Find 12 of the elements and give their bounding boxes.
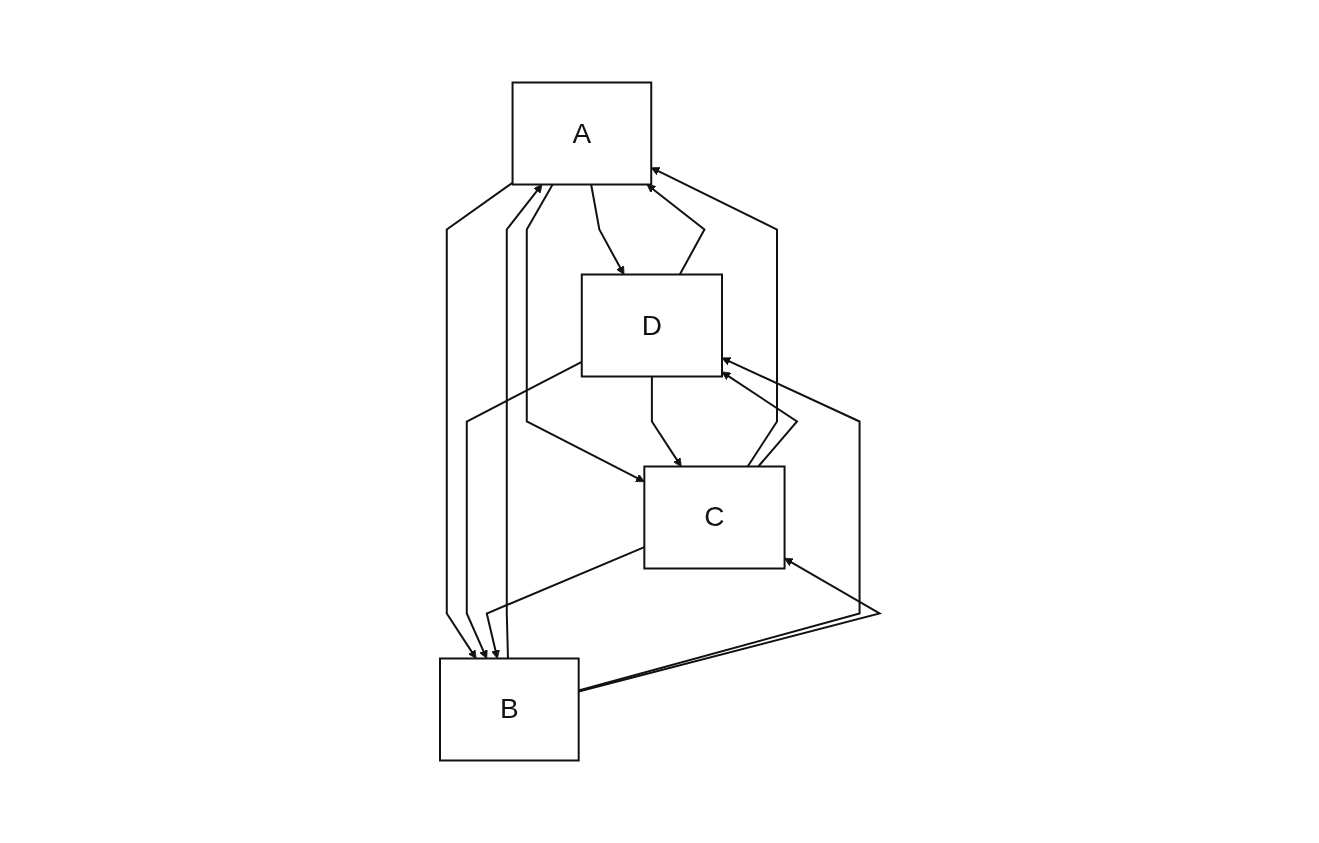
arrow: [589, 183, 625, 275]
arrow: [650, 375, 682, 467]
arrow: [525, 183, 645, 483]
node-box: A: [511, 81, 652, 186]
arrow: [646, 184, 706, 276]
node-box: D: [580, 273, 723, 378]
arrow: [445, 181, 514, 659]
node-box: C: [643, 465, 786, 570]
node-box: B: [438, 657, 580, 762]
arrow: [505, 184, 543, 660]
arrow: [650, 167, 778, 468]
arrow: [721, 371, 799, 468]
